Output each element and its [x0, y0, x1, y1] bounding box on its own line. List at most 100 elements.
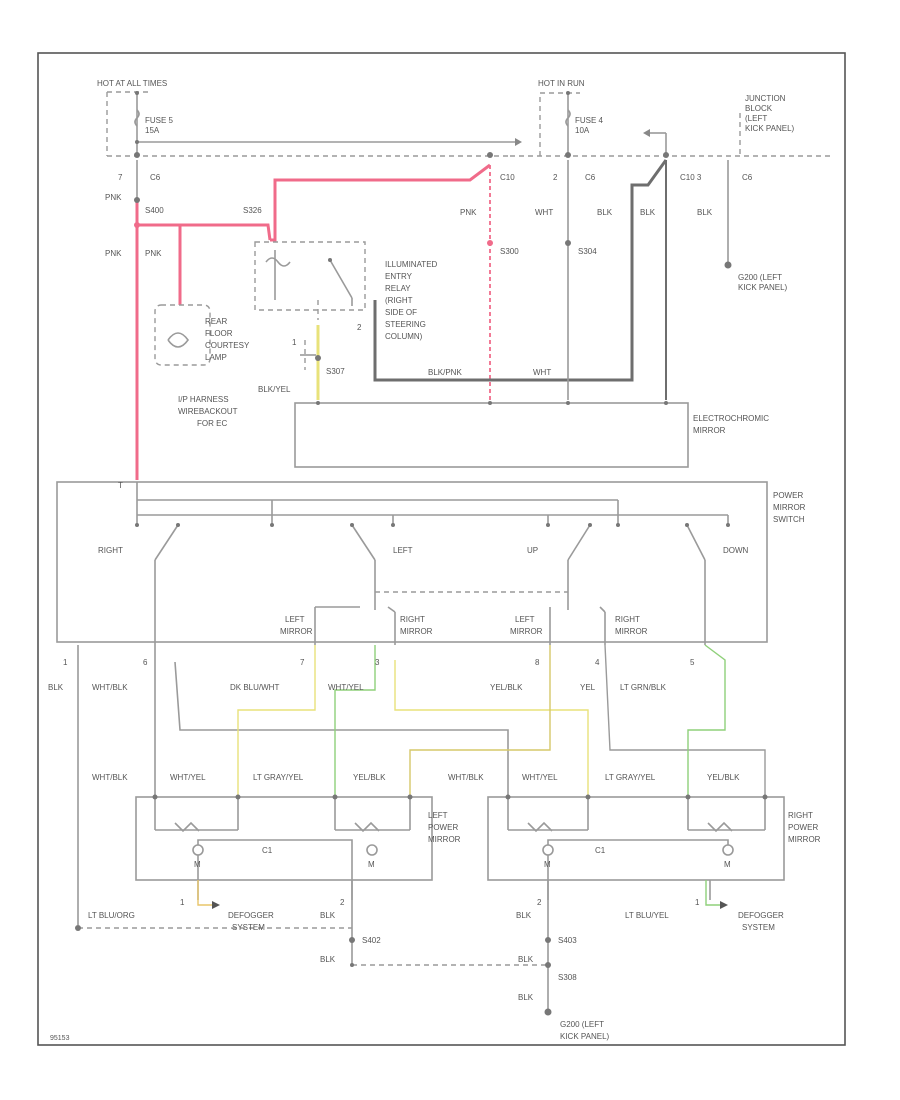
- label-yel-blk-3: YEL/BLK: [707, 773, 740, 782]
- label-c6b: C6: [585, 173, 596, 182]
- label-wht-yel-2: WHT/YEL: [170, 773, 206, 782]
- label-c10: C10: [500, 173, 515, 182]
- label-wht-yel-3: WHT/YEL: [522, 773, 558, 782]
- label-sw-up: UP: [527, 546, 538, 555]
- label-s402: S402: [362, 936, 381, 945]
- label-fuse5-amp: 15A: [145, 126, 160, 135]
- label-pms-2: MIRROR: [773, 503, 806, 512]
- label-g200-a: G200 (LEFT: [738, 273, 782, 282]
- label-rear-3: COURTESY: [205, 341, 250, 350]
- label-dk-blu-wht: DK BLU/WHT: [230, 683, 279, 692]
- label-right-power-mirror-2: POWER: [788, 823, 818, 832]
- label-pin7: 7: [118, 173, 123, 182]
- label-n8: 8: [535, 658, 540, 667]
- diagram-labels: HOT AT ALL TIMES FUSE 5 15A HOT IN RUN F…: [48, 79, 821, 1042]
- label-illuminated-7: COLUMN): [385, 332, 423, 341]
- power-mirror-switch: [56, 481, 768, 645]
- label-hot-at-all-times: HOT AT ALL TIMES: [97, 79, 167, 88]
- label-corner-code: 95153: [50, 1035, 70, 1042]
- label-right-mirror-2: MIRROR: [400, 627, 433, 636]
- label-b3: 2: [537, 898, 542, 907]
- label-lt-grn-blk: LT GRN/BLK: [620, 683, 667, 692]
- label-yel-blk-1: YEL/BLK: [490, 683, 523, 692]
- label-fuse4: FUSE 4: [575, 116, 604, 125]
- diagram-frame: [37, 52, 846, 1046]
- fuse-block-junction: [106, 91, 830, 158]
- label-blk-3: BLK: [697, 208, 713, 217]
- label-ec-1: ELECTROCHROMIC: [693, 414, 769, 423]
- label-pin1: 1: [292, 338, 297, 347]
- label-yel: YEL: [580, 683, 596, 692]
- label-left-power-mirror-1: LEFT: [428, 811, 448, 820]
- label-right-power-mirror-1: RIGHT: [788, 811, 813, 820]
- label-fuse4-amp: 10A: [575, 126, 590, 135]
- label-left-mirror-1: LEFT: [285, 615, 305, 624]
- label-wht-1: WHT: [535, 208, 553, 217]
- label-hot-in-run: HOT IN RUN: [538, 79, 585, 88]
- label-s400: S400: [145, 206, 164, 215]
- label-c10-3: C10 3: [680, 173, 702, 182]
- label-s304: S304: [578, 247, 597, 256]
- label-relay-pin: 2: [357, 323, 362, 332]
- label-blk-yel: BLK/YEL: [258, 385, 291, 394]
- label-c1-right: C1: [595, 846, 606, 855]
- label-motor-1: M: [194, 860, 201, 869]
- label-left-mirror-4: MIRROR: [510, 627, 543, 636]
- label-sw-down: DOWN: [723, 546, 749, 555]
- label-power-mirror-t: T: [118, 481, 123, 490]
- label-lt-gray-yel-1: LT GRAY/YEL: [253, 773, 304, 782]
- label-motor-2: M: [368, 860, 375, 869]
- label-c6a: C6: [150, 173, 161, 182]
- label-blk-6: BLK: [516, 911, 532, 920]
- label-right-mirror-4: MIRROR: [615, 627, 648, 636]
- label-junction-1: JUNCTION: [745, 94, 786, 103]
- label-s300: S300: [500, 247, 519, 256]
- label-pms-1: POWER: [773, 491, 803, 500]
- label-blk-1: BLK: [597, 208, 613, 217]
- label-illuminated-6: STEERING: [385, 320, 426, 329]
- label-b2: 2: [340, 898, 345, 907]
- label-ip-3: FOR EC: [197, 419, 227, 428]
- ground-section: [75, 880, 728, 1016]
- label-right-mirror-1: RIGHT: [400, 615, 425, 624]
- label-pnk-2: PNK: [105, 249, 122, 258]
- label-left-mirror-2: MIRROR: [280, 627, 313, 636]
- label-s307: S307: [326, 367, 345, 376]
- label-wht-2: WHT: [533, 368, 551, 377]
- label-blk-9: BLK: [518, 993, 534, 1002]
- rear-floor-courtesy-lamp: [154, 304, 211, 366]
- left-power-mirror: [135, 794, 433, 900]
- label-wht-blk-2: WHT/BLK: [92, 773, 128, 782]
- label-left-power-mirror-2: POWER: [428, 823, 458, 832]
- label-b1: 1: [180, 898, 185, 907]
- label-pnk-4: PNK: [460, 208, 477, 217]
- label-s308: S308: [558, 973, 577, 982]
- label-lt-gray-yel-2: LT GRAY/YEL: [605, 773, 656, 782]
- label-blk-7: BLK: [320, 955, 336, 964]
- label-defogger-2b: SYSTEM: [742, 923, 775, 932]
- harness-wires: [77, 644, 766, 925]
- label-pnk-1: PNK: [105, 193, 122, 202]
- pink-wire: [134, 160, 493, 480]
- label-g200-c: G200 (LEFT: [560, 1020, 604, 1029]
- label-blk-pnk: BLK/PNK: [428, 368, 462, 377]
- label-rear-1: REAR: [205, 317, 227, 326]
- label-defogger-2a: DEFOGGER: [738, 911, 784, 920]
- label-illuminated-1: ILLUMINATED: [385, 260, 438, 269]
- label-defogger-1b: SYSTEM: [232, 923, 265, 932]
- label-blk-5: BLK: [320, 911, 336, 920]
- label-n5: 5: [690, 658, 695, 667]
- label-sw-right: RIGHT: [98, 546, 123, 555]
- label-wht-blk-3: WHT/BLK: [448, 773, 484, 782]
- label-n3: 3: [375, 658, 380, 667]
- label-blk-4: BLK: [48, 683, 64, 692]
- label-left-power-mirror-3: MIRROR: [428, 835, 461, 844]
- label-wht-yel-1: WHT/YEL: [328, 683, 364, 692]
- label-motor-4: M: [724, 860, 731, 869]
- label-n7: 7: [300, 658, 305, 667]
- label-blk-8: BLK: [518, 955, 534, 964]
- label-g200-d: KICK PANEL): [560, 1032, 610, 1041]
- label-right-mirror-3: RIGHT: [615, 615, 640, 624]
- label-n1: 1: [63, 658, 68, 667]
